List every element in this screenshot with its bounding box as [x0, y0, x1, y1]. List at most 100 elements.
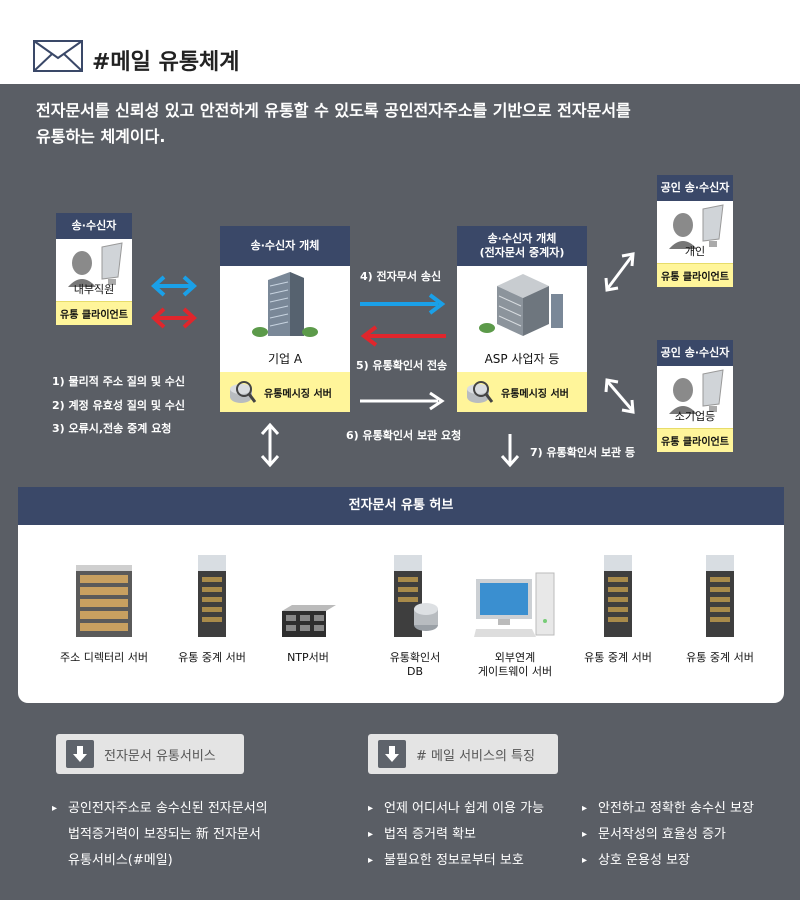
header-bar: [0, 0, 800, 84]
right-user-2-card: 공인 송·수신자 소기업등 유통 클라이언트: [657, 340, 733, 452]
left-step-3: 3) 오류시,전송 중계 요청: [52, 422, 172, 435]
database-server-icon: [394, 555, 438, 637]
desktop-pc-icon: [474, 572, 555, 637]
diagonal-arrow-down-icon: [604, 378, 635, 414]
right-user-2-body: 소기업등: [657, 366, 733, 428]
right-user-1-body: 개인: [657, 201, 733, 263]
right-user-1-footer: 유통 클라이언트: [657, 263, 733, 287]
hub-device-relay-server-1: 유통 중계 서버: [178, 543, 246, 664]
right-user-2-label: 소기업등: [674, 410, 716, 423]
right-user-1-card: 공인 송·수신자 개인 유통 클라이언트: [657, 175, 733, 287]
blue-double-arrow-icon: [151, 275, 197, 297]
mail-icon: [33, 40, 83, 72]
hub-title: 전자문서 유통 허브: [18, 487, 784, 525]
user-monitor-icon: [669, 369, 724, 414]
flow-step-5: 5) 유통확인서 전송: [356, 359, 448, 372]
hub-device-4-line-1: 외부연계: [494, 651, 536, 664]
download-icon: [66, 740, 94, 768]
entity-a-server: 유통메시징 서버: [220, 372, 350, 412]
entity-a-hub-arrow-icon: [260, 422, 280, 468]
red-double-arrow-icon: [151, 307, 197, 329]
left-user-card: 송·수신자 내부직원 유통 클라이언트: [56, 213, 132, 325]
hub-device-2-line-1: NTP서버: [287, 651, 329, 664]
server-tower-icon: [198, 555, 226, 637]
download-icon: [378, 740, 406, 768]
server-tower-icon: [604, 555, 632, 637]
hub-device-1-line-1: 유통 중계 서버: [178, 651, 246, 664]
page-title: #메일 유통체계: [92, 50, 240, 75]
entity-b-server-label: 유통메시징 서버: [501, 388, 569, 400]
entity-b-header-line-2: (전자문서 중계자): [479, 246, 565, 259]
features-button-label: # 메일 서비스의 특징: [416, 748, 535, 764]
document-hub: 전자문서 유통 허브 주소 디렉터리 서버 유통 중계 서버 NTP서버: [18, 487, 784, 703]
features-button[interactable]: # 메일 서비스의 특징: [368, 734, 558, 774]
right-user-2-header: 공인 송·수신자: [657, 340, 733, 366]
hub-device-3-line-2: DB: [406, 665, 424, 678]
flow-step-6: 6) 유통확인서 보관 요청: [346, 429, 462, 442]
entity-a-card: 송·수신자 개체 기업 A 유통메시징 서버: [220, 226, 350, 412]
user-monitor-icon: [68, 242, 123, 287]
hub-device-relay-server-2: 유통 중계 서버: [584, 543, 652, 664]
feature-item: 문서작성의 효율성 증가: [582, 822, 726, 848]
hub-device-5-line-1: 유통 중계 서버: [584, 651, 652, 664]
hub-device-4-line-2: 게이트웨이 서버: [477, 665, 553, 678]
receipt-arrow-icon: [360, 325, 446, 347]
service-line-2: 법적증거력이 보장되는 新 전자문서: [68, 827, 261, 842]
left-exchange-arrows: [151, 275, 197, 329]
building-icon: [252, 272, 318, 337]
hub-device-directory-server: 주소 디렉터리 서버: [60, 543, 148, 664]
left-step-1: 1) 물리적 주소 질의 및 수신: [52, 375, 186, 388]
hub-device-label: 유통 중계 서버: [570, 651, 666, 665]
right-user-1-header: 공인 송·수신자: [657, 175, 733, 201]
feature-item: 상호 운용성 보장: [582, 848, 690, 874]
send-arrow-icon: [360, 293, 446, 315]
service-line-3: 유통서비스(#메일): [68, 853, 173, 868]
server-tower-icon: [706, 555, 734, 637]
entity-a-server-label: 유통메시징 서버: [264, 388, 332, 400]
flow-step-7: 7) 유통확인서 보관 등: [530, 446, 636, 459]
hub-device-ntp-server: NTP서버: [278, 543, 338, 664]
left-step-2: 2) 계정 유효성 질의 및 수신: [52, 399, 186, 412]
server-search-icon: [467, 381, 494, 403]
hub-device-relay-server-3: 유통 중계 서버: [686, 543, 754, 664]
entity-b-server: 유통메시징 서버: [457, 372, 587, 412]
hub-device-label: 유통 중계 서버: [672, 651, 768, 665]
left-user-body: 내부직원: [56, 239, 132, 301]
right-user-2-footer: 유통 클라이언트: [657, 428, 733, 452]
left-user-header: 송·수신자: [56, 213, 132, 239]
server-rack-icon: [76, 565, 132, 637]
entity-b-header-line-1: 송·수신자 개체: [487, 232, 557, 245]
entity-b-card: 송·수신자 개체 (전자문서 중계자) ASP 사업자 등 유통메시징 서버: [457, 226, 587, 412]
hub-device-6-line-1: 유통 중계 서버: [686, 651, 754, 664]
diagonal-arrow-up-icon: [604, 252, 635, 292]
entity-b-hub-arrow-icon: [500, 434, 520, 468]
service-line-1: 공인전자주소로 송수신된 전자문서의: [68, 801, 268, 816]
feature-item: 안전하고 정확한 송수신 보장: [582, 796, 754, 822]
flow-step-4: 4) 전자무서 송신: [360, 270, 442, 283]
right-user-1-label: 개인: [684, 245, 706, 258]
hub-device-0-line-1: 주소 디렉터리 서버: [60, 651, 148, 664]
entity-b-header: 송·수신자 개체 (전자문서 중계자): [457, 226, 587, 266]
service-button[interactable]: 전자문서 유통서비스: [56, 734, 244, 774]
feature-item: 불필요한 정보로부터 보호: [368, 848, 524, 874]
feature-item: 법적 증거력 확보: [368, 822, 476, 848]
entity-a-label: 기업 A: [267, 352, 303, 366]
server-search-icon: [230, 381, 257, 403]
user-monitor-icon: [669, 204, 724, 249]
hub-device-label: 유통 중계 서버: [164, 651, 260, 665]
service-description: 공인전자주소로 송수신된 전자문서의 법적증거력이 보장되는 新 전자문서 유통…: [52, 796, 268, 874]
left-user-footer: 유통 클라이언트: [56, 301, 132, 325]
feature-item: 언제 어디서나 쉽게 이용 가능: [368, 796, 544, 822]
hub-device-3-line-1: 유통확인서: [389, 651, 441, 664]
left-user-label: 내부직원: [73, 283, 115, 296]
intro-text: 전자문서를 신뢰성 있고 안전하게 유통할 수 있도록 공인전자주소를 기반으로…: [36, 98, 776, 150]
intro-line-2: 유통하는 체계이다.: [36, 127, 166, 146]
hub-device-label: 주소 디렉터리 서버: [44, 651, 164, 665]
datacenter-building-icon: [479, 274, 563, 336]
hub-device-label: NTP서버: [248, 651, 368, 665]
entity-b-label: ASP 사업자 등: [484, 352, 560, 366]
